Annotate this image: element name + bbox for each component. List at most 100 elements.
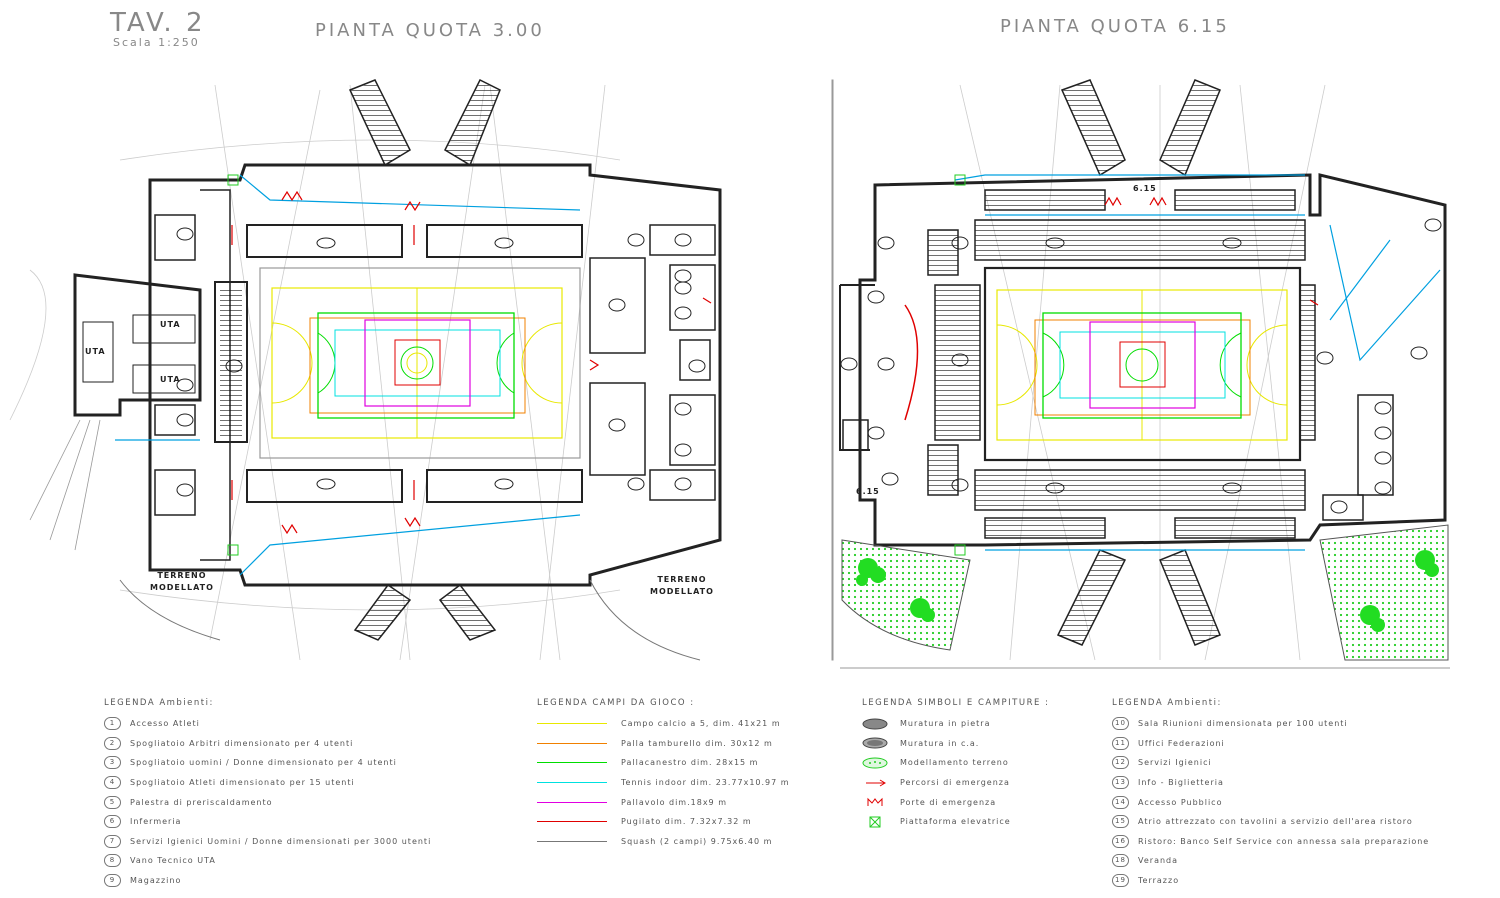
scale-label: Scala 1:250 — [113, 36, 200, 49]
legend-number: 19 — [1112, 874, 1129, 888]
legend-text: Palestra di preriscaldamento — [130, 797, 273, 807]
legend-item: 6 Infermeria — [104, 812, 431, 832]
legend-text: Veranda — [1138, 856, 1179, 866]
legend-item: Modellamento terreno — [862, 753, 1049, 773]
level-label: 6.15 — [856, 487, 880, 496]
court-line-swatch — [537, 762, 607, 764]
legend-number: 10 — [1112, 717, 1129, 731]
legend-text: Servizi Igienici — [1138, 758, 1212, 768]
legend-heading: LEGENDA SIMBOLI E CAMPITURE : — [862, 698, 1050, 708]
legend-number: 7 — [104, 834, 121, 848]
legend-item: Tennis indoor dim. 23.77x10.97 m — [537, 773, 790, 793]
legend-number: 6 — [104, 815, 121, 829]
legend-text: Percorsi di emergenza — [900, 778, 1010, 788]
hatch-stone-icon — [862, 718, 888, 730]
legend-text: Servizi Igienici Uomini / Donne dimensio… — [130, 836, 432, 846]
uta-label: UTA — [85, 347, 106, 356]
legend-number: 13 — [1112, 776, 1129, 790]
legend-text: Squash (2 campi) 9.75x6.40 m — [621, 836, 773, 846]
right-room-numbers — [840, 218, 1442, 514]
lift-platform-icon — [862, 816, 888, 828]
legend-text: Pallacanestro dim. 28x15 m — [621, 758, 759, 768]
court-line-swatch — [537, 801, 607, 803]
legend-text: Accesso Pubblico — [1138, 797, 1223, 807]
legend-text: Accesso Atleti — [130, 719, 200, 729]
legend-item: 10 Sala Riunioni dimensionata per 100 ute… — [1112, 714, 1429, 734]
construction-lines — [9, 84, 621, 661]
legend-item: Piattaforma elevatrice — [862, 812, 1049, 832]
legend-heading: LEGENDA CAMPI DA GIOCO : — [537, 698, 695, 708]
legend-item: 5 Palestra di preriscaldamento — [104, 792, 431, 812]
legend-number: 4 — [104, 776, 121, 790]
legend-text: Palla tamburello dim. 30x12 m — [621, 738, 773, 748]
legend-text: Porte di emergenza — [900, 797, 997, 807]
left-room-numbers — [176, 227, 706, 497]
legend-number: 2 — [104, 736, 121, 750]
legend-number: 8 — [104, 854, 121, 868]
legend-text: Spogliatoio uomini / Donne dimensionato … — [130, 758, 397, 768]
legend-item: 1 Accesso Atleti — [104, 714, 431, 734]
legend-item: Percorsi di emergenza — [862, 773, 1049, 793]
legend-text: Uffici Federazioni — [1138, 738, 1225, 748]
court-line-swatch — [537, 821, 607, 823]
plan-right-title: PIANTA QUOTA 6.15 — [1000, 16, 1230, 37]
legend-number: 14 — [1112, 795, 1129, 809]
legend-item: 7 Servizi Igienici Uomini / Donne dimensi… — [104, 832, 431, 852]
legend-ambienti-2: LEGENDA Ambienti: 10 Sala Riunioni dimens… — [1112, 698, 1429, 890]
legend-item: 14 Accesso Pubblico — [1112, 792, 1429, 812]
legend-simboli: LEGENDA SIMBOLI E CAMPITURE : Muratura i… — [862, 698, 1049, 832]
legend-item: Porte di emergenza — [862, 792, 1049, 812]
legend-heading: LEGENDA Ambienti: — [104, 698, 214, 708]
legend-text: Muratura in pietra — [900, 719, 991, 729]
legend-campi: LEGENDA CAMPI DA GIOCO : Campo calcio a … — [537, 698, 790, 851]
legend-item: 2 Spogliatoio Arbitri dimensionato per 4 … — [104, 734, 431, 754]
legend-item: Pallacanestro dim. 28x15 m — [537, 753, 790, 773]
legend-number: 1 — [104, 717, 121, 731]
legend-text: Modellamento terreno — [900, 758, 1009, 768]
legend-text: Pugilato dim. 7.32x7.32 m — [621, 817, 752, 827]
legend-text: Pallavolo dim.18x9 m — [621, 797, 727, 807]
legend-item: Pallavolo dim.18x9 m — [537, 792, 790, 812]
uta-label: UTA — [160, 375, 181, 384]
legend-heading: LEGENDA Ambienti: — [1112, 698, 1222, 708]
sheet-number: TAV. 2 — [110, 8, 206, 38]
legend-item: Campo calcio a 5, dim. 41x21 m — [537, 714, 790, 734]
legend-text: Sala Riunioni dimensionata per 100 utent… — [1138, 719, 1348, 729]
court-line-swatch — [537, 840, 607, 842]
tree-symbols — [856, 550, 1439, 632]
legend-item: 18 Veranda — [1112, 851, 1429, 871]
legend-number: 16 — [1112, 834, 1129, 848]
legend-item: Muratura in pietra — [862, 714, 1049, 734]
uta-label: UTA — [160, 320, 181, 329]
legend-number: 5 — [104, 795, 121, 809]
legend-item: Pugilato dim. 7.32x7.32 m — [537, 812, 790, 832]
legend-text: Muratura in c.a. — [900, 738, 980, 748]
legend-text: Infermeria — [130, 817, 182, 827]
legend-number: 18 — [1112, 854, 1129, 868]
legend-item: Muratura in c.a. — [862, 734, 1049, 754]
legend-text: Spogliatoio Arbitri dimensionato per 4 u… — [130, 738, 354, 748]
legend-item: 3 Spogliatoio uomini / Donne dimensionato… — [104, 753, 431, 773]
court-line-swatch — [537, 723, 607, 725]
legend-item: Squash (2 campi) 9.75x6.40 m — [537, 832, 790, 852]
legend-number: 3 — [104, 756, 121, 770]
legend-item: 11 Uffici Federazioni — [1112, 734, 1429, 754]
hatch-concrete-icon — [862, 737, 888, 749]
plan-left — [9, 78, 722, 661]
legend-text: Campo calcio a 5, dim. 41x21 m — [621, 719, 781, 729]
court-line-swatch — [537, 742, 607, 744]
legend-number: 11 — [1112, 736, 1129, 750]
green-dotted-terrain-icon — [862, 757, 888, 769]
legend-text: Magazzino — [130, 876, 182, 886]
legend-text: Piattaforma elevatrice — [900, 817, 1011, 827]
floor-plans-drawing — [9, 78, 1450, 669]
legend-text: Spogliatoio Atleti dimensionato per 15 u… — [130, 778, 355, 788]
emergency-door-icon — [862, 796, 888, 808]
